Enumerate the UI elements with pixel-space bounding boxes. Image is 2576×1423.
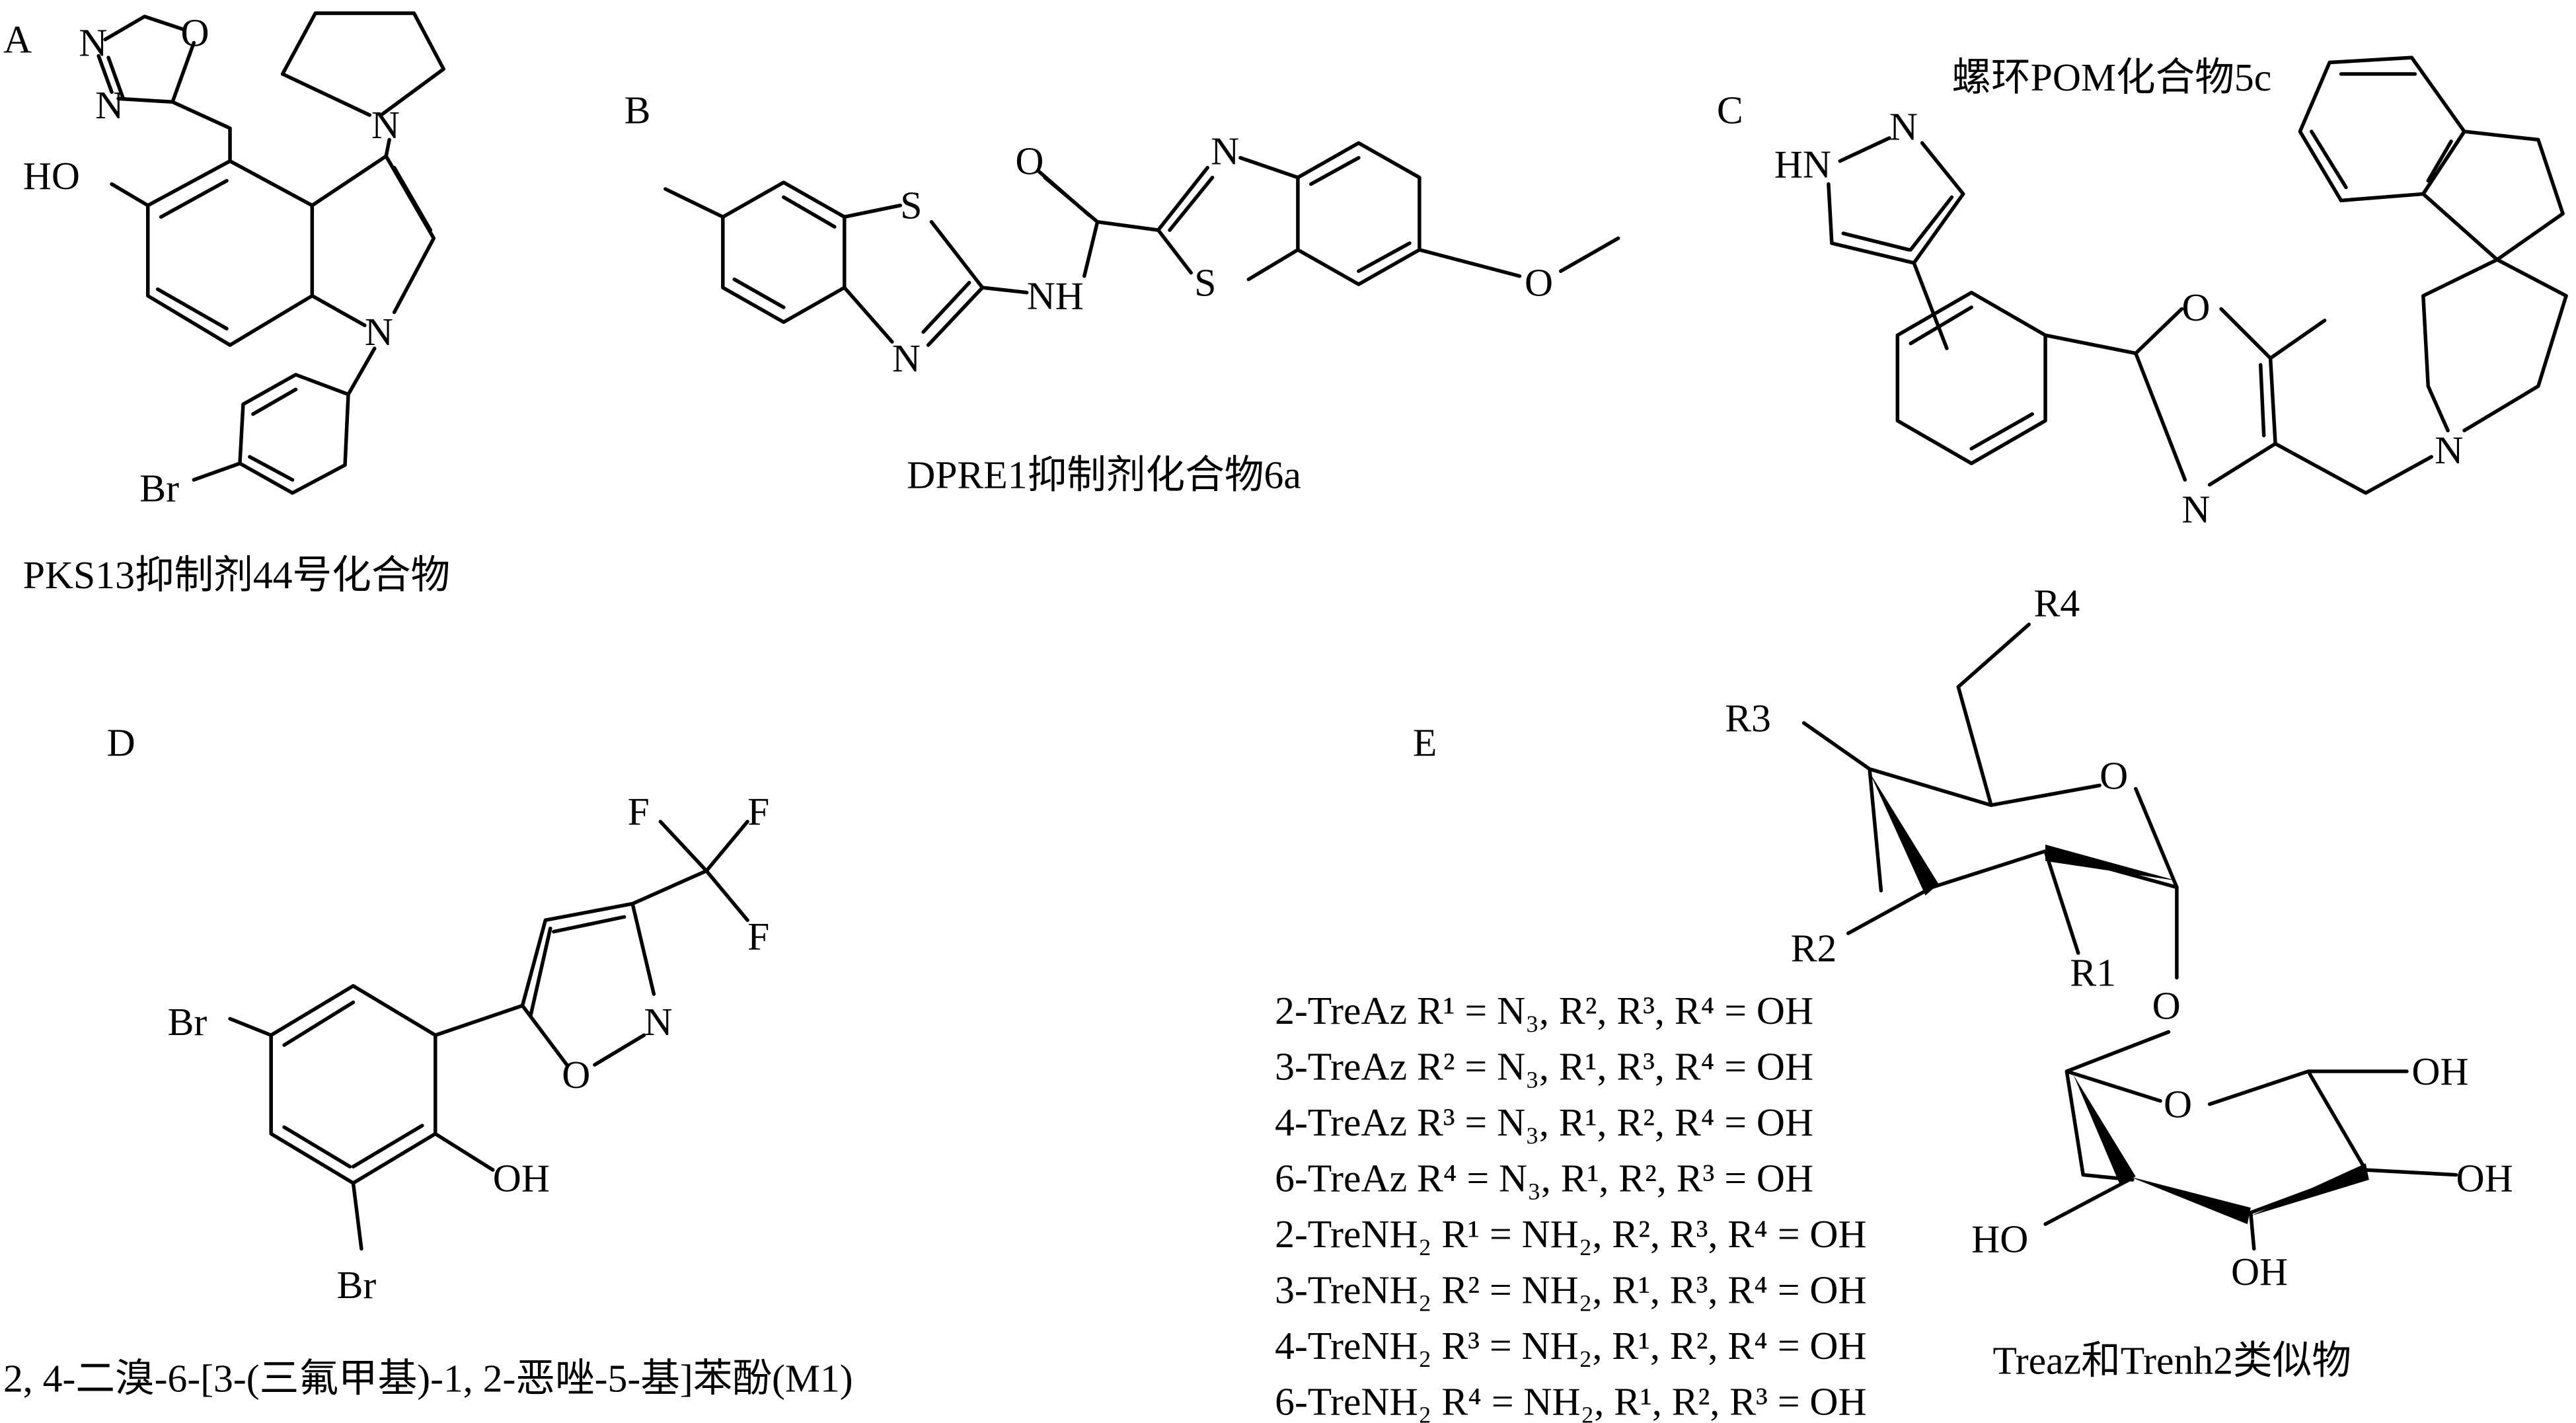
compound-list: 2-TreAz R¹ = N₃, R², R³, R⁴ = OH 3-TreAz… (1275, 989, 1866, 1423)
atom-oh: OH (2411, 1050, 2468, 1093)
panel-a-caption: PKS13抑制剂44号化合物 (23, 553, 450, 597)
panel-a: A O N N HO N N Br PKS13抑制剂44号化合物 (3, 11, 450, 597)
atom-n: N (95, 83, 124, 127)
panel-b: B S N NH O N S O DPRE1抑制剂化合物6a (625, 89, 1620, 496)
atom-ho: HO (1971, 1217, 2028, 1260)
atom-o: O (2164, 1083, 2192, 1126)
atom-r4: R4 (2034, 581, 2080, 625)
atom-n: N (2181, 488, 2210, 531)
atom-oh: OH (2456, 1156, 2513, 1200)
panel-e-letter: E (1413, 721, 1437, 765)
panel-e-caption: Treaz和Trenh2类似物 (1992, 1338, 2351, 1382)
compound-line: 2-TreAz R¹ = N₃, R², R³, R⁴ = OH (1275, 989, 1813, 1032)
wedge-bond (2129, 1176, 2251, 1225)
wedge-bond (2073, 1074, 2136, 1183)
atom-s: S (900, 184, 922, 227)
atom-ho: HO (23, 154, 80, 198)
atom-n: N (892, 336, 921, 380)
atom-n: N (365, 310, 393, 354)
atom-o: O (1525, 261, 1553, 305)
atom-o: O (180, 11, 209, 55)
atom-r1: R1 (2070, 951, 2116, 995)
compound-line: 3-TreAz R² = N₃, R¹, R³, R⁴ = OH (1275, 1044, 1813, 1088)
atom-s: S (1194, 261, 1216, 305)
compound-line: 6-TreAz R⁴ = N₃, R¹, R², R³ = OH (1275, 1156, 1813, 1200)
wedge-bond (2250, 1163, 2369, 1216)
atom-r2: R2 (1791, 926, 1837, 970)
atom-f: F (628, 790, 650, 833)
atom-oh: OH (2231, 1250, 2288, 1293)
panel-b-caption: DPRE1抑制剂化合物6a (907, 453, 1301, 496)
compound-line: 4-TreNH₂ R³ = NH₂, R¹, R², R⁴ = OH (1275, 1324, 1866, 1367)
panel-d: D Br Br OH N O F F F 2, 4-二溴-6-[3-(三氟甲基)… (3, 721, 853, 1401)
atom-n: N (79, 21, 107, 65)
wedge-bond (2045, 844, 2177, 881)
panel-d-caption: 2, 4-二溴-6-[3-(三氟甲基)-1, 2-恶唑-5-基]苯酚(M1) (3, 1357, 853, 1401)
atom-n: N (1889, 104, 1918, 148)
atom-o: O (1015, 139, 1043, 183)
atom-n: N (1211, 130, 1239, 173)
atom-n: N (644, 1000, 673, 1044)
atom-o: O (2152, 983, 2181, 1027)
atom-o: O (2181, 286, 2210, 329)
atom-n: N (371, 103, 400, 147)
atom-hn: HN (1774, 143, 1831, 186)
wedge-bond (1870, 772, 1939, 896)
atom-o: O (2100, 753, 2128, 797)
compound-line: 3-TreNH₂ R² = NH₂, R¹, R³, R⁴ = OH (1275, 1268, 1866, 1311)
panel-c-letter: C (1717, 89, 1743, 132)
panel-b-letter: B (625, 89, 651, 132)
panel-a-letter: A (3, 18, 32, 61)
panel-c-caption: 螺环POM化合物5c (1951, 56, 2271, 99)
panel-e: E R4 O R3 R2 R1 O O OH OH OH HO 2-TreAz … (1275, 581, 2513, 1423)
atom-br: Br (168, 1000, 208, 1044)
panel-c: C 螺环POM化合物5c HN N O N N (1717, 56, 2568, 531)
atom-n: N (2435, 428, 2463, 472)
compound-line: 4-TreAz R³ = N₃, R¹, R², R⁴ = OH (1275, 1100, 1813, 1144)
panel-d-letter: D (107, 721, 135, 765)
atom-f: F (747, 790, 769, 833)
atom-br: Br (337, 1263, 377, 1307)
atom-br: Br (139, 466, 179, 510)
atom-oh: OH (493, 1156, 550, 1200)
compound-line: 2-TreNH₂ R¹ = NH₂, R², R³, R⁴ = OH (1275, 1212, 1866, 1256)
compound-line: 6-TreNH₂ R⁴ = NH₂, R¹, R², R³ = OH (1275, 1379, 1866, 1423)
atom-nh: NH (1027, 274, 1084, 317)
atom-r3: R3 (1725, 696, 1771, 740)
atom-f: F (747, 915, 769, 958)
atom-o: O (562, 1053, 590, 1096)
